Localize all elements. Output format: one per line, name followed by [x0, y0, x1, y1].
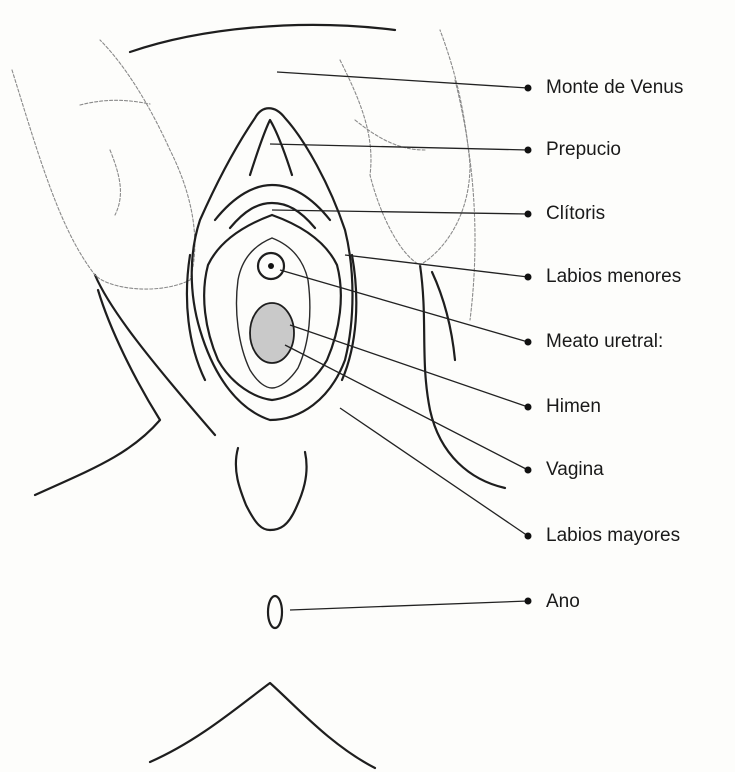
- leader-ano: [290, 601, 528, 610]
- dot-meato: [525, 339, 532, 346]
- dot-prepucio: [525, 147, 532, 154]
- dot-ano: [525, 598, 532, 605]
- label-meato-uretral: Meato uretral:: [546, 332, 663, 351]
- sketch-right-thigh: [355, 80, 475, 320]
- leader-monte: [277, 72, 528, 88]
- leader-labios-menores: [345, 255, 528, 277]
- dot-clitoris: [525, 211, 532, 218]
- dot-labios-mayores: [525, 533, 532, 540]
- label-ano: Ano: [546, 592, 580, 611]
- lower-buttock-contour: [150, 683, 375, 768]
- label-himen: Himen: [546, 397, 601, 416]
- dot-monte: [525, 85, 532, 92]
- label-monte-de-venus: Monte de Venus: [546, 78, 683, 97]
- dot-labios-menores: [525, 274, 532, 281]
- right-thigh-contour: [420, 265, 505, 488]
- perineum-left: [236, 448, 270, 530]
- label-labios-menores: Labios menores: [546, 267, 681, 286]
- dot-himen: [525, 404, 532, 411]
- left-buttock-contour: [35, 290, 160, 495]
- perineum-right: [270, 452, 307, 530]
- label-vagina: Vagina: [546, 460, 604, 479]
- label-clitoris: Clítoris: [546, 204, 605, 223]
- hymen-shape: [250, 303, 294, 363]
- leader-clitoris: [272, 210, 528, 214]
- sketch-left-fingers: [80, 100, 150, 215]
- prepuce: [250, 120, 292, 175]
- right-outer-contour: [432, 272, 455, 360]
- dot-vagina: [525, 467, 532, 474]
- urethral-meatus-dot: [268, 263, 274, 269]
- leader-meato: [280, 270, 528, 342]
- label-prepucio: Prepucio: [546, 140, 621, 159]
- anus-shape: [268, 596, 282, 628]
- leader-vagina: [285, 345, 528, 470]
- sketch-left-hand: [12, 40, 195, 289]
- label-labios-mayores: Labios mayores: [546, 526, 680, 545]
- top-contour: [130, 25, 395, 52]
- leader-dots: [525, 85, 532, 605]
